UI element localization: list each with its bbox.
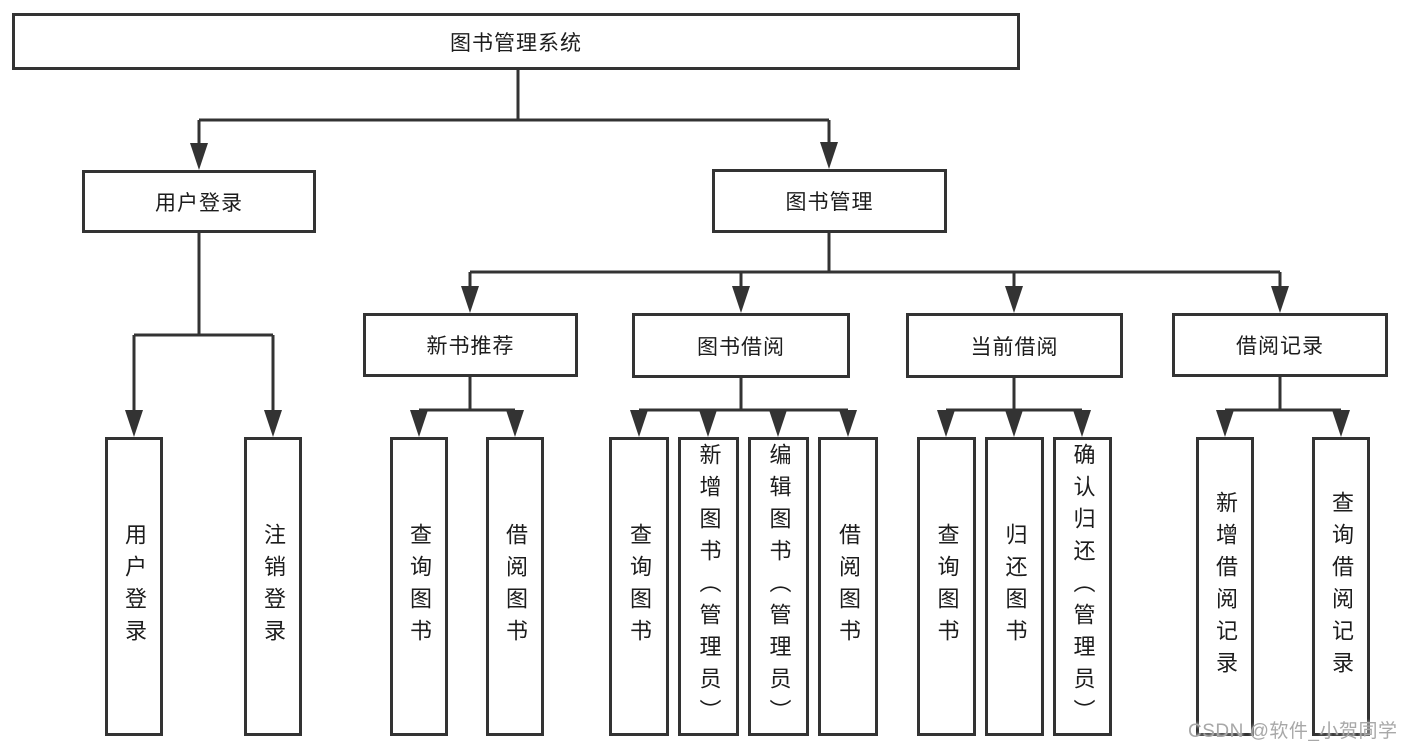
leaf-recommend-borrow-books: 借阅图书 xyxy=(486,437,544,736)
leaf-query-borrow-record: 查询借阅记录 xyxy=(1312,437,1370,736)
leaf-return-books: 归还图书 xyxy=(985,437,1044,736)
leaf-user-login: 用户登录 xyxy=(105,437,163,736)
node-new-book-recommend-label: 新书推荐 xyxy=(426,335,515,358)
leaf-recommend-query-books-label: 查询图书 xyxy=(407,522,432,651)
node-current-borrow: 当前借阅 xyxy=(906,313,1123,378)
leaf-query-borrow-record-label: 查询借阅记录 xyxy=(1329,490,1354,683)
node-borrow-record: 借阅记录 xyxy=(1172,313,1388,377)
leaf-add-borrow-record-label: 新增借阅记录 xyxy=(1213,490,1238,683)
leaf-borrow-query-books: 查询图书 xyxy=(609,437,669,736)
node-book-management: 图书管理 xyxy=(712,169,947,233)
node-root: 图书管理系统 xyxy=(12,13,1020,70)
leaf-edit-books-admin-label: 编辑图书（管理员） xyxy=(766,442,792,731)
leaf-logout-label: 注销登录 xyxy=(261,522,286,651)
leaf-recommend-query-books: 查询图书 xyxy=(390,437,448,736)
node-book-borrow: 图书借阅 xyxy=(632,313,850,378)
leaf-borrow-borrow-books: 借阅图书 xyxy=(818,437,878,736)
node-book-management-label: 图书管理 xyxy=(785,191,874,214)
leaf-current-query-books-label: 查询图书 xyxy=(934,522,960,651)
leaf-edit-books-admin: 编辑图书（管理员） xyxy=(748,437,809,736)
node-user-login-label: 用户登录 xyxy=(155,191,243,215)
leaf-current-query-books: 查询图书 xyxy=(917,437,976,736)
node-book-borrow-label: 图书借阅 xyxy=(697,335,785,359)
leaf-borrow-borrow-books-label: 借阅图书 xyxy=(836,522,861,651)
node-borrow-record-label: 借阅记录 xyxy=(1236,335,1324,358)
leaf-confirm-return-admin-label: 确认归还（管理员） xyxy=(1070,442,1096,731)
leaf-user-login-label: 用户登录 xyxy=(122,522,147,651)
node-new-book-recommend: 新书推荐 xyxy=(363,313,578,377)
leaf-logout: 注销登录 xyxy=(244,437,302,736)
leaf-add-borrow-record: 新增借阅记录 xyxy=(1196,437,1254,736)
leaf-recommend-borrow-books-label: 借阅图书 xyxy=(503,522,528,651)
node-root-label: 图书管理系统 xyxy=(450,31,582,55)
node-current-borrow-label: 当前借阅 xyxy=(970,335,1059,359)
leaf-add-books-admin-label: 新增图书（管理员） xyxy=(696,442,722,731)
leaf-confirm-return-admin: 确认归还（管理员） xyxy=(1053,437,1112,736)
leaf-borrow-query-books-label: 查询图书 xyxy=(627,522,652,651)
leaf-return-books-label: 归还图书 xyxy=(1002,522,1028,651)
arrowheads xyxy=(125,142,1350,437)
leaf-add-books-admin: 新增图书（管理员） xyxy=(678,437,739,736)
node-user-login: 用户登录 xyxy=(82,170,316,233)
csdn-watermark: CSDN @软件_小贺同学 xyxy=(1188,721,1398,742)
